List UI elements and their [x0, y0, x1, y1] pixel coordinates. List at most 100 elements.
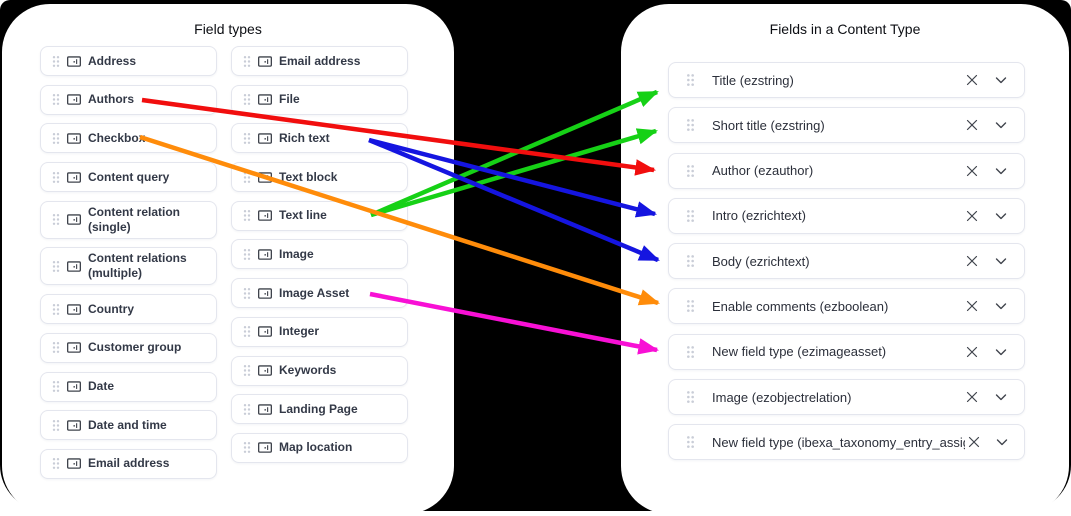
drag-handle-icon[interactable] [243, 287, 251, 300]
drag-handle-icon[interactable] [52, 341, 60, 354]
collapse-field-button[interactable] [991, 115, 1011, 135]
collapse-field-button[interactable] [991, 387, 1011, 407]
drag-handle-icon[interactable] [243, 132, 251, 145]
content-type-field-row[interactable]: Intro (ezrichtext) [668, 197, 1025, 234]
drag-handle-icon[interactable] [686, 73, 695, 87]
drag-handle-icon[interactable] [686, 345, 695, 359]
remove-field-button[interactable] [962, 115, 982, 135]
field-type-icon [258, 133, 272, 144]
field-type-label: Integer [279, 324, 320, 339]
field-type-label: Country [88, 301, 134, 316]
remove-field-button[interactable] [962, 387, 982, 407]
field-type-card[interactable]: Image Asset [231, 278, 408, 309]
content-type-field-row[interactable]: Enable comments (ezboolean) [668, 288, 1025, 325]
field-type-card[interactable]: Text block [231, 162, 408, 193]
drag-handle-icon[interactable] [243, 441, 251, 454]
field-type-card[interactable]: Authors [40, 84, 217, 115]
field-type-card[interactable]: Text line [231, 200, 408, 231]
drag-handle-icon[interactable] [243, 403, 251, 416]
field-type-card[interactable]: Email address [231, 46, 408, 76]
field-type-card[interactable]: Date [40, 371, 217, 402]
field-type-card[interactable]: Country [40, 294, 217, 325]
drag-handle-icon[interactable] [243, 93, 251, 106]
drag-handle-icon[interactable] [243, 325, 251, 338]
content-type-field-row[interactable]: New field type (ezimageasset) [668, 333, 1025, 370]
field-type-card[interactable]: Email address [40, 448, 217, 479]
drag-handle-icon[interactable] [686, 209, 695, 223]
remove-field-button[interactable] [962, 296, 982, 316]
collapse-field-button[interactable] [991, 161, 1011, 181]
content-type-field-row[interactable]: Short title (ezstring) [668, 107, 1025, 144]
field-type-card[interactable]: Customer group [40, 332, 217, 363]
remove-field-button[interactable] [962, 70, 982, 90]
field-type-icon [67, 419, 81, 431]
drag-handle-icon[interactable] [52, 93, 60, 106]
remove-field-button[interactable] [962, 161, 982, 181]
drag-handle-icon[interactable] [243, 248, 251, 261]
field-type-card[interactable]: Content query [40, 162, 217, 193]
remove-field-button[interactable] [962, 342, 982, 362]
collapse-field-button[interactable] [991, 342, 1011, 362]
field-types-panel-title: Field types [194, 21, 262, 37]
drag-handle-icon[interactable] [52, 380, 60, 393]
field-type-label: Email address [88, 456, 170, 471]
drag-handle-icon[interactable] [686, 390, 695, 404]
drag-handle-icon[interactable] [52, 419, 60, 432]
field-type-icon [67, 214, 81, 225]
field-type-icon [67, 94, 81, 105]
chevron-down-icon [994, 299, 1008, 313]
field-type-card[interactable]: Landing Page [231, 394, 408, 425]
drag-handle-icon[interactable] [686, 164, 695, 178]
drag-handle-icon[interactable] [52, 213, 60, 226]
drag-handle-icon[interactable] [52, 457, 60, 470]
remove-field-button[interactable] [962, 251, 982, 271]
collapse-field-button[interactable] [991, 251, 1011, 271]
drag-handle-icon[interactable] [52, 55, 60, 68]
collapse-field-button[interactable] [991, 296, 1011, 316]
field-type-card[interactable]: File [231, 84, 408, 115]
content-type-field-row[interactable]: Title (ezstring) [668, 62, 1025, 98]
field-type-card[interactable]: Content relations (multiple) [40, 247, 217, 286]
field-type-label: Text line [279, 208, 327, 223]
field-type-card[interactable]: Keywords [231, 355, 408, 386]
field-type-card[interactable]: Checkbox [40, 123, 217, 154]
collapse-field-button[interactable] [991, 70, 1011, 90]
field-type-card[interactable]: Map location [231, 432, 408, 463]
drag-handle-icon[interactable] [52, 132, 60, 145]
field-type-card[interactable]: Rich text [231, 123, 408, 154]
field-type-columns: Address Authors [40, 46, 408, 479]
remove-field-button[interactable] [962, 206, 982, 226]
chevron-down-icon [994, 345, 1008, 359]
field-type-card[interactable]: Address [40, 46, 217, 76]
drag-handle-icon[interactable] [52, 171, 60, 184]
content-type-field-row[interactable]: New field type (ibexa_taxonomy_entry_ass… [668, 424, 1025, 461]
drag-handle-icon[interactable] [243, 171, 251, 184]
field-type-icon [67, 55, 81, 67]
drag-handle-icon[interactable] [52, 303, 60, 316]
field-type-icon [258, 171, 272, 183]
drag-handle-icon[interactable] [52, 260, 60, 273]
content-type-field-row[interactable]: Body (ezrichtext) [668, 243, 1025, 280]
field-type-card[interactable]: Image [231, 239, 408, 270]
drag-handle-icon[interactable] [686, 118, 695, 132]
field-type-card[interactable]: Integer [231, 316, 408, 347]
field-type-icon [258, 287, 272, 299]
collapse-field-button[interactable] [991, 206, 1011, 226]
remove-field-button[interactable] [965, 432, 983, 452]
drag-handle-icon[interactable] [243, 209, 251, 222]
field-row-label: Author (ezauthor) [712, 163, 814, 179]
content-type-field-row[interactable]: Author (ezauthor) [668, 152, 1025, 189]
drag-handle-icon[interactable] [243, 55, 251, 68]
field-type-label: Content relation (single) [88, 204, 180, 234]
collapse-field-button[interactable] [993, 432, 1011, 452]
field-type-card[interactable]: Date and time [40, 410, 217, 441]
chevron-down-icon [994, 73, 1008, 87]
field-type-card[interactable]: Content relation (single) [40, 200, 217, 239]
drag-handle-icon[interactable] [243, 364, 251, 377]
drag-handle-icon[interactable] [686, 435, 695, 449]
drag-handle-icon[interactable] [686, 299, 695, 313]
field-type-label: Email address [279, 53, 361, 68]
content-type-field-row[interactable]: Image (ezobjectrelation) [668, 379, 1025, 416]
field-type-label: Checkbox [88, 130, 146, 145]
drag-handle-icon[interactable] [686, 254, 695, 268]
